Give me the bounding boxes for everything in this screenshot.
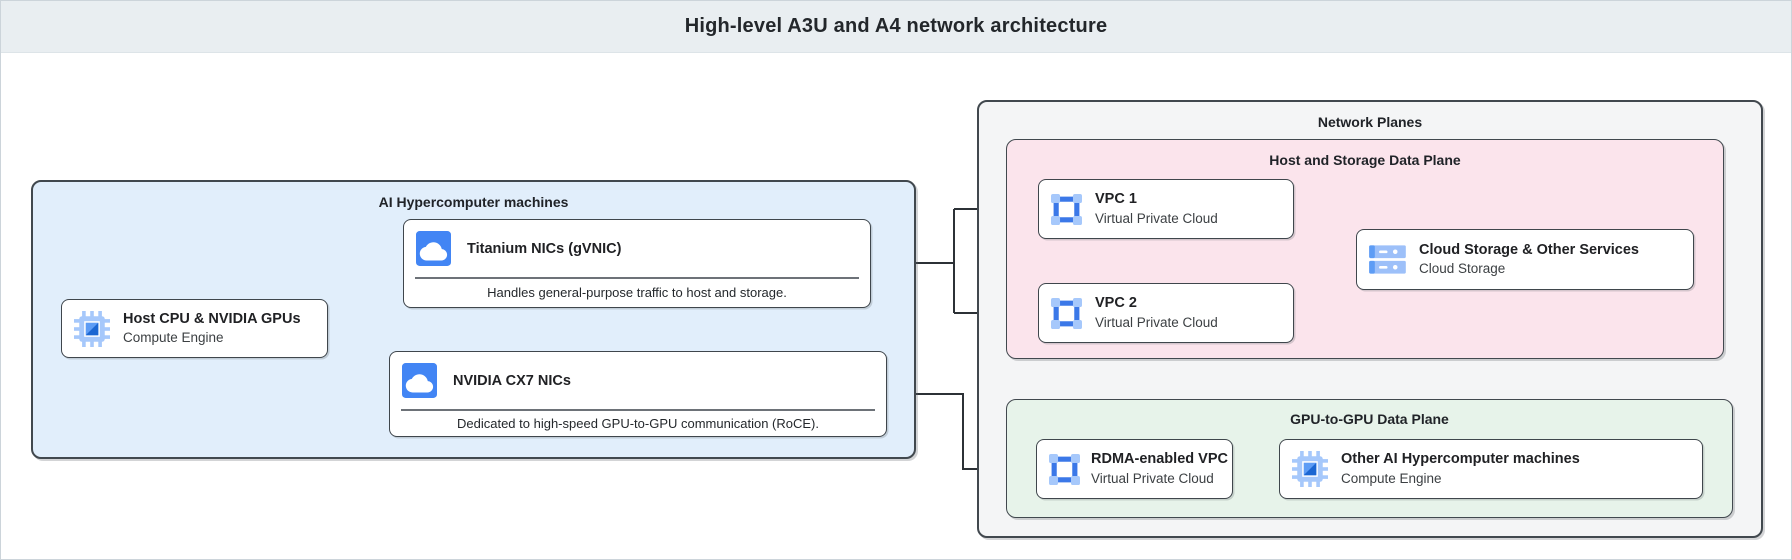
cloud-nic-icon	[416, 231, 451, 266]
group-label: Host and Storage Data Plane	[1269, 152, 1461, 168]
node-titanium-nics: Titanium NICs (gVNIC) Handles general-pu…	[403, 219, 871, 308]
node-vpc-1: VPC 1 Virtual Private Cloud	[1038, 179, 1294, 239]
node-title: Host CPU & NVIDIA GPUs	[123, 310, 301, 327]
vpc-icon	[1051, 193, 1082, 225]
node-vpc-2: VPC 2 Virtual Private Cloud	[1038, 283, 1294, 343]
group-label: GPU-to-GPU Data Plane	[1290, 411, 1449, 427]
divider	[401, 409, 875, 411]
node-title: Cloud Storage & Other Services	[1419, 241, 1639, 258]
node-title: NVIDIA CX7 NICs	[453, 372, 571, 389]
node-nvidia-cx7-nics: NVIDIA CX7 NICs Dedicated to high-speed …	[389, 351, 887, 437]
divider	[415, 277, 859, 279]
node-rdma-enabled-vpc: RDMA-enabled VPC Virtual Private Cloud	[1036, 439, 1233, 499]
node-title: Other AI Hypercomputer machines	[1341, 451, 1580, 468]
node-cloud-storage: Cloud Storage & Other Services Cloud Sto…	[1356, 229, 1694, 290]
node-other-ai-hypercomputer-machines: Other AI Hypercomputer machines Compute …	[1279, 439, 1703, 499]
node-subtitle: Virtual Private Cloud	[1091, 470, 1214, 486]
node-host-cpu: Host CPU & NVIDIA GPUs Compute Engine	[61, 299, 328, 358]
node-description: Handles general-purpose traffic to host …	[487, 285, 787, 301]
compute-engine-icon	[74, 310, 110, 347]
diagram-header: High-level A3U and A4 network architectu…	[1, 1, 1791, 53]
diagram-title: High-level A3U and A4 network architectu…	[684, 15, 1108, 37]
node-title: RDMA-enabled VPC	[1091, 451, 1228, 468]
compute-engine-icon	[1292, 451, 1328, 487]
node-subtitle: Virtual Private Cloud	[1095, 314, 1218, 330]
node-title: Titanium NICs (gVNIC)	[467, 240, 622, 257]
vpc-icon	[1049, 453, 1080, 485]
cloud-storage-icon	[1369, 244, 1406, 275]
cloud-nic-icon	[402, 363, 437, 398]
vpc-icon	[1051, 297, 1082, 329]
node-title: VPC 1	[1095, 191, 1137, 208]
group-label: Network Planes	[1317, 114, 1423, 130]
node-subtitle: Compute Engine	[123, 330, 224, 346]
node-subtitle: Virtual Private Cloud	[1095, 210, 1218, 226]
node-description: Dedicated to high-speed GPU-to-GPU commu…	[457, 415, 819, 431]
group-label: AI Hypercomputer machines	[378, 194, 569, 210]
node-title: VPC 2	[1095, 295, 1137, 312]
node-subtitle: Cloud Storage	[1419, 261, 1506, 277]
node-subtitle: Compute Engine	[1341, 470, 1442, 486]
